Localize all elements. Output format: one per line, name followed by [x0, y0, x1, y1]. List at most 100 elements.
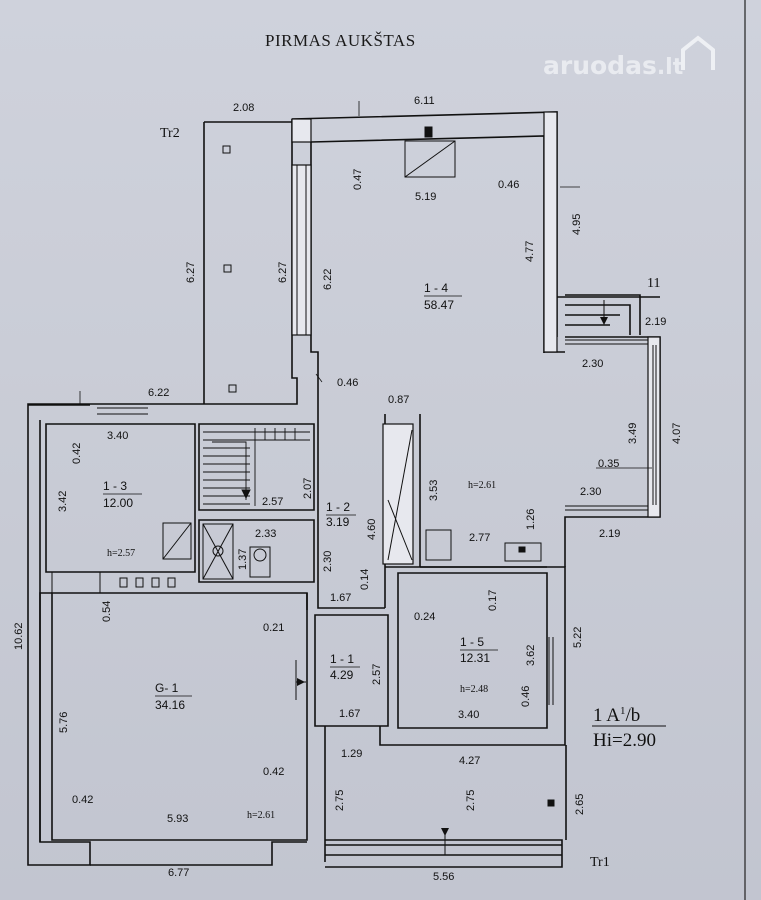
room-id: 1 - 3: [103, 479, 127, 493]
dim-label: 2.75: [465, 790, 477, 811]
dim-label: 0.14: [359, 569, 371, 590]
dim-label: 1.67: [339, 708, 360, 720]
dim-label: 6.27: [277, 262, 289, 283]
room-height: h=2.61: [247, 810, 275, 821]
room-1-2: 1 - 2 3.19: [326, 500, 356, 529]
dim-label: 3.53: [428, 480, 440, 501]
dim-label: 5.76: [58, 712, 70, 733]
dim-label: 4.07: [671, 423, 683, 444]
mark-tr2: Tr2: [160, 126, 180, 141]
dim-label: 1.67: [330, 592, 351, 604]
dim-label: 6.11: [414, 95, 435, 107]
room-area: 4.29: [330, 668, 354, 682]
legend-block: 1 A1/b Hi=2.90: [592, 705, 666, 751]
dim-label: 2.33: [255, 528, 276, 540]
room-1-4: 1 - 4 58.47 h=2.61: [424, 281, 496, 491]
room-area: 58.47: [424, 298, 454, 312]
dim-label: 0.46: [337, 377, 358, 389]
dim-label: 0.87: [388, 394, 409, 406]
fireplace-fixture: [404, 140, 456, 178]
walls: [27, 111, 661, 868]
dim-label: 2.57: [262, 496, 283, 508]
entry-arrows: [296, 300, 608, 855]
shower-fixture: [202, 523, 234, 580]
dim-label: 0.24: [414, 611, 435, 623]
dim-label: 5.19: [415, 191, 436, 203]
windows: [97, 165, 657, 705]
dim-label: 2.77: [469, 532, 490, 544]
dim-label: 1.37: [237, 549, 249, 570]
dim-label: 6.77: [168, 867, 189, 879]
sink-fixture: [162, 522, 192, 560]
dim-label: 6.27: [185, 262, 197, 283]
dim-label: 0.42: [72, 794, 93, 806]
dim-label: 2.30: [580, 486, 601, 498]
dim-label: 0.21: [263, 622, 284, 634]
room-height: h=2.48: [460, 684, 488, 695]
dim-label: 2.19: [599, 528, 620, 540]
dim-label: 0.46: [498, 179, 519, 191]
watermark: aruodas.lt: [543, 35, 715, 80]
room-1-5: 1 - 5 12.31 h=2.48: [460, 635, 498, 695]
dimension-lines: [79, 101, 652, 469]
dim-label: 6.22: [148, 387, 169, 399]
fixtures: [51, 126, 555, 807]
dim-label: 5.56: [433, 871, 454, 883]
dim-label: 0.46: [520, 686, 532, 707]
dim-label: 4.27: [459, 755, 480, 767]
mark-11: 11: [647, 276, 660, 291]
dim-label: 3.49: [627, 423, 639, 444]
dim-label: 5.93: [167, 813, 188, 825]
dim-label: 2.30: [582, 358, 603, 370]
dim-label: 4.77: [524, 241, 536, 262]
room-area: 12.00: [103, 496, 133, 510]
legend-line1: 1 A1/b: [593, 705, 640, 726]
dim-label: 1.29: [341, 748, 362, 760]
dimension-labels: 2.08 6.11 5.19 0.47 0.46 4.95 4.77 6.27 …: [13, 95, 683, 883]
watermark-brand: aruodas: [543, 51, 657, 80]
dim-label: 2.65: [574, 794, 586, 815]
dim-label: 2.07: [302, 478, 314, 499]
svg-text:aruodas.lt: aruodas.lt: [543, 51, 684, 80]
toilet-fixture: [249, 546, 271, 578]
dim-label: 2.19: [645, 316, 666, 328]
dim-label: 0.54: [101, 601, 113, 622]
room-area: 12.31: [460, 651, 490, 665]
boiler-fixture: [425, 529, 452, 561]
mark-tr1: Tr1: [590, 855, 610, 870]
dim-label: 0.17: [487, 590, 499, 611]
house-logo-icon: [681, 35, 715, 70]
dim-label: 4.60: [366, 519, 378, 540]
dim-label: 0.42: [71, 443, 83, 464]
wall-fills: [291, 111, 661, 565]
dim-label: 2.57: [371, 664, 383, 685]
dim-label: 3.40: [107, 430, 128, 442]
dim-label: 4.95: [571, 214, 583, 235]
staircase: [203, 428, 310, 506]
watermark-suffix: .lt: [657, 55, 684, 80]
plan-title: PIRMAS AUKŠTAS: [265, 31, 416, 50]
room-id: 1 - 4: [424, 281, 448, 295]
room-id: G- 1: [155, 681, 179, 695]
room-1-1: 1 - 1 4.29: [330, 652, 360, 682]
dim-label: 6.22: [322, 269, 334, 290]
dim-label: 0.42: [263, 766, 284, 778]
dim-label: 3.42: [57, 491, 69, 512]
dim-label: 0.35: [598, 458, 619, 470]
legend-line2: Hi=2.90: [593, 730, 656, 751]
dim-label: 5.22: [572, 627, 584, 648]
room-height: h=2.57: [107, 548, 135, 559]
room-g-1: G- 1 34.16 h=2.61: [155, 681, 275, 821]
dim-label: 10.62: [13, 622, 25, 650]
dim-label: 3.62: [525, 645, 537, 666]
room-area: 3.19: [326, 515, 350, 529]
dim-label: 3.40: [458, 709, 479, 721]
dim-label: 2.08: [233, 102, 254, 114]
dim-label: 0.47: [352, 169, 364, 190]
room-id: 1 - 1: [330, 652, 354, 666]
room-id: 1 - 5: [460, 635, 484, 649]
room-area: 34.16: [155, 698, 185, 712]
dim-label: 2.30: [322, 551, 334, 572]
